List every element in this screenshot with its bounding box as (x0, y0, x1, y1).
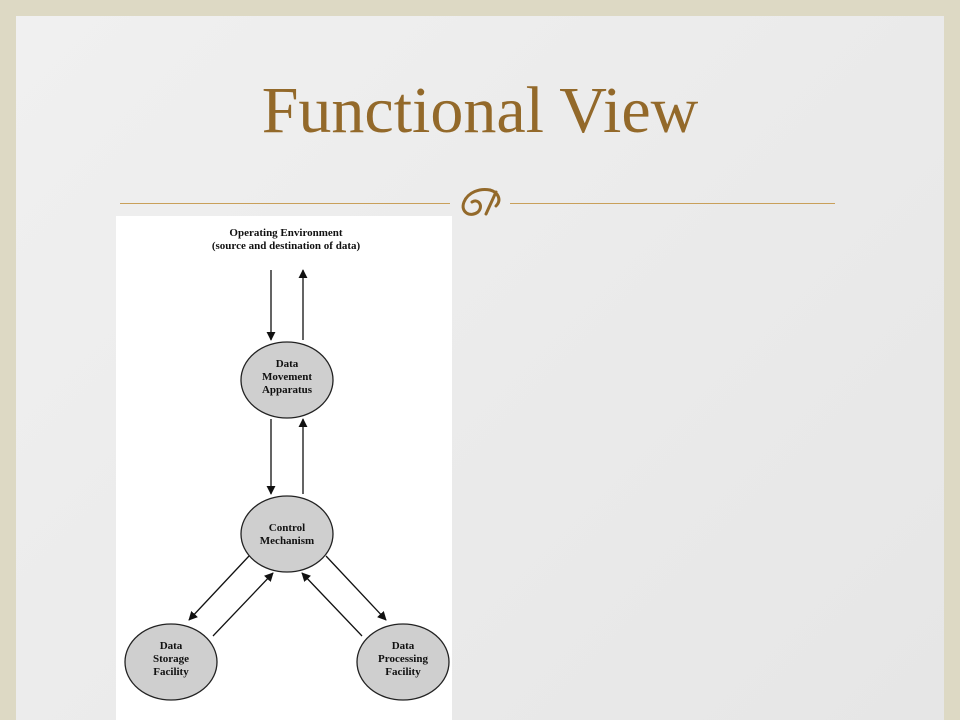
node-movement-line3: Apparatus (262, 384, 313, 396)
node-control-mechanism (240, 495, 334, 573)
environment-label-line1: Operating Environment (229, 227, 343, 239)
node-storage-line3: Facility (153, 666, 189, 678)
slide-title: Functional View (261, 74, 699, 147)
node-control-line1: Control (269, 522, 305, 534)
arrow-control-to-processing (325, 555, 387, 621)
node-data-storage-facility (124, 623, 218, 701)
node-control-line2: Mechanism (260, 535, 314, 547)
node-data-movement-apparatus (240, 341, 334, 419)
environment-label-line2: (source and destination of data) (212, 240, 361, 252)
functional-diagram: Operating Environment (source and destin… (116, 216, 452, 720)
node-data-processing-facility (356, 623, 450, 701)
node-storage-line2: Storage (153, 653, 189, 665)
fleuron-ornament-icon (461, 188, 501, 216)
node-processing-line3: Facility (385, 666, 421, 678)
arrow-control-to-storage (188, 555, 250, 621)
title-rule-left (120, 203, 450, 204)
node-storage-line1: Data (160, 640, 183, 652)
node-movement-line2: Movement (262, 371, 312, 383)
node-processing-line2: Processing (378, 653, 428, 665)
title-rule-right (510, 203, 835, 204)
arrow-storage-to-control (212, 572, 274, 637)
node-movement-line1: Data (276, 358, 299, 370)
node-processing-line1: Data (392, 640, 415, 652)
diagram-svg: Operating Environment (source and destin… (124, 227, 450, 701)
arrow-processing-to-control (301, 572, 363, 637)
